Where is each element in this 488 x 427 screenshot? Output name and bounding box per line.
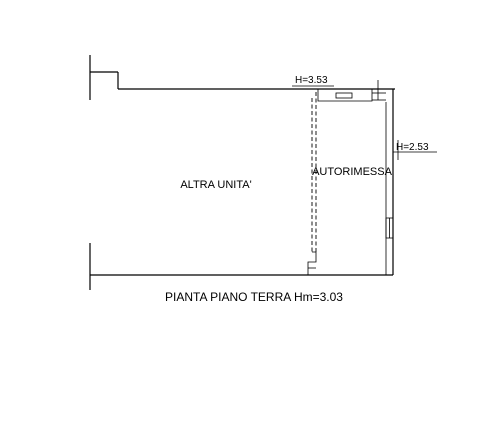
exterior-walls <box>89 55 395 290</box>
partition-stub <box>307 251 317 275</box>
height-marker-top: H=3.53 <box>292 75 334 87</box>
top-opening <box>317 89 373 102</box>
plan-caption: PIANTA PIANO TERRA Hm=3.03 <box>165 290 343 304</box>
room-label-autorimessa: AUTORIMESSA <box>312 166 393 178</box>
height-label-right: H=2.53 <box>396 142 429 153</box>
top-window <box>335 92 353 99</box>
height-marker-right: H=2.53 <box>393 140 437 160</box>
garage-features <box>307 80 394 275</box>
room-label-altra-unita: ALTRA UNITA' <box>180 179 251 191</box>
height-label-top: H=3.53 <box>295 75 328 86</box>
